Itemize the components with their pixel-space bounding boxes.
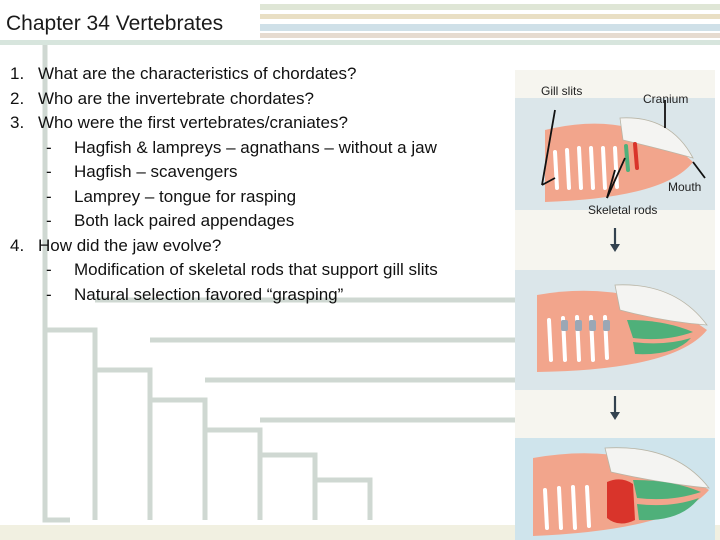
grey-rods <box>561 320 610 331</box>
red-jaw-support <box>607 479 635 524</box>
lower-jaw <box>633 338 691 355</box>
cranium-label: Cranium <box>643 92 689 106</box>
list-number: 1. <box>10 64 25 83</box>
question-list: 1. What are the characteristics of chord… <box>10 62 510 307</box>
answer-item: - Hagfish – scavengers <box>10 160 510 185</box>
answer-item: - Both lack paired appendages <box>10 209 510 234</box>
dash-bullet: - <box>46 137 52 157</box>
question-text: What are the characteristics of chordate… <box>38 64 357 83</box>
gill-rods <box>543 485 591 530</box>
stage-jawed <box>515 438 715 540</box>
red-rod <box>633 142 639 170</box>
dash-bullet: - <box>46 284 52 304</box>
answer-text: Modification of skeletal rods that suppo… <box>74 260 438 279</box>
dash-bullet: - <box>46 260 52 279</box>
list-number: 2. <box>10 88 25 108</box>
lower-jaw <box>637 498 699 521</box>
answer-text: Natural selection favored “grasping” <box>74 284 344 304</box>
list-number: 4. <box>10 235 25 255</box>
mouth-pointer <box>692 161 706 179</box>
slide-title: Chapter 34 Vertebrates <box>6 12 224 35</box>
cranium-shape <box>619 117 694 159</box>
answer-item: - Lamprey – tongue for rasping <box>10 185 510 210</box>
down-arrow-2 <box>610 396 620 420</box>
dash-bullet: - <box>46 186 52 206</box>
cranium-shape <box>604 447 710 489</box>
dash-bullet: - <box>46 211 52 230</box>
answer-item: - Hagfish & lampreys – agnathans – witho… <box>10 136 510 161</box>
skeletal-rods-pointer-2 <box>606 157 626 199</box>
question-item-3: 3. Who were the first vertebrates/crania… <box>10 111 510 136</box>
question-item-2: 2. Who are the invertebrate chordates? <box>10 87 510 112</box>
title-decoration <box>0 4 720 45</box>
question-text: Who are the invertebrate chordates? <box>38 88 314 108</box>
skeletal-rods-label: Skeletal rods <box>588 203 658 217</box>
upper-jaw <box>627 320 693 340</box>
jaw-evolution-figure: Gill slits Cranium Mouth Skeletal rods <box>515 70 715 540</box>
answer-text: Hagfish – scavengers <box>74 162 238 181</box>
dash-bullet: - <box>46 162 52 181</box>
green-rod <box>624 144 630 172</box>
gill-rods <box>553 146 619 190</box>
gill-slits-pointer <box>541 109 556 186</box>
question-item-4: 4. How did the jaw evolve? <box>10 234 510 259</box>
gill-slits-pointer-2 <box>541 177 556 186</box>
question-item-1: 1. What are the characteristics of chord… <box>10 62 510 87</box>
answer-text: Hagfish & lampreys – agnathans – without… <box>74 137 437 157</box>
question-text: How did the jaw evolve? <box>38 235 222 255</box>
question-text: Who were the first vertebrates/craniates… <box>38 113 348 132</box>
answer-text: Both lack paired appendages <box>74 211 295 230</box>
answer-text: Lamprey – tongue for rasping <box>74 186 297 206</box>
gill-slits-label: Gill slits <box>541 84 583 98</box>
list-number: 3. <box>10 113 25 132</box>
stage-jawless <box>515 98 715 210</box>
answer-item: - Natural selection favored “grasping” <box>10 283 510 308</box>
mouth-label: Mouth <box>668 180 702 194</box>
answer-item: - Modification of skeletal rods that sup… <box>10 258 510 283</box>
down-arrow-1 <box>610 228 620 252</box>
jaw-evolution-illustration <box>515 98 715 540</box>
cranium-shape <box>614 284 708 326</box>
upper-jaw <box>633 480 701 500</box>
stage-early-jaw <box>515 270 715 390</box>
